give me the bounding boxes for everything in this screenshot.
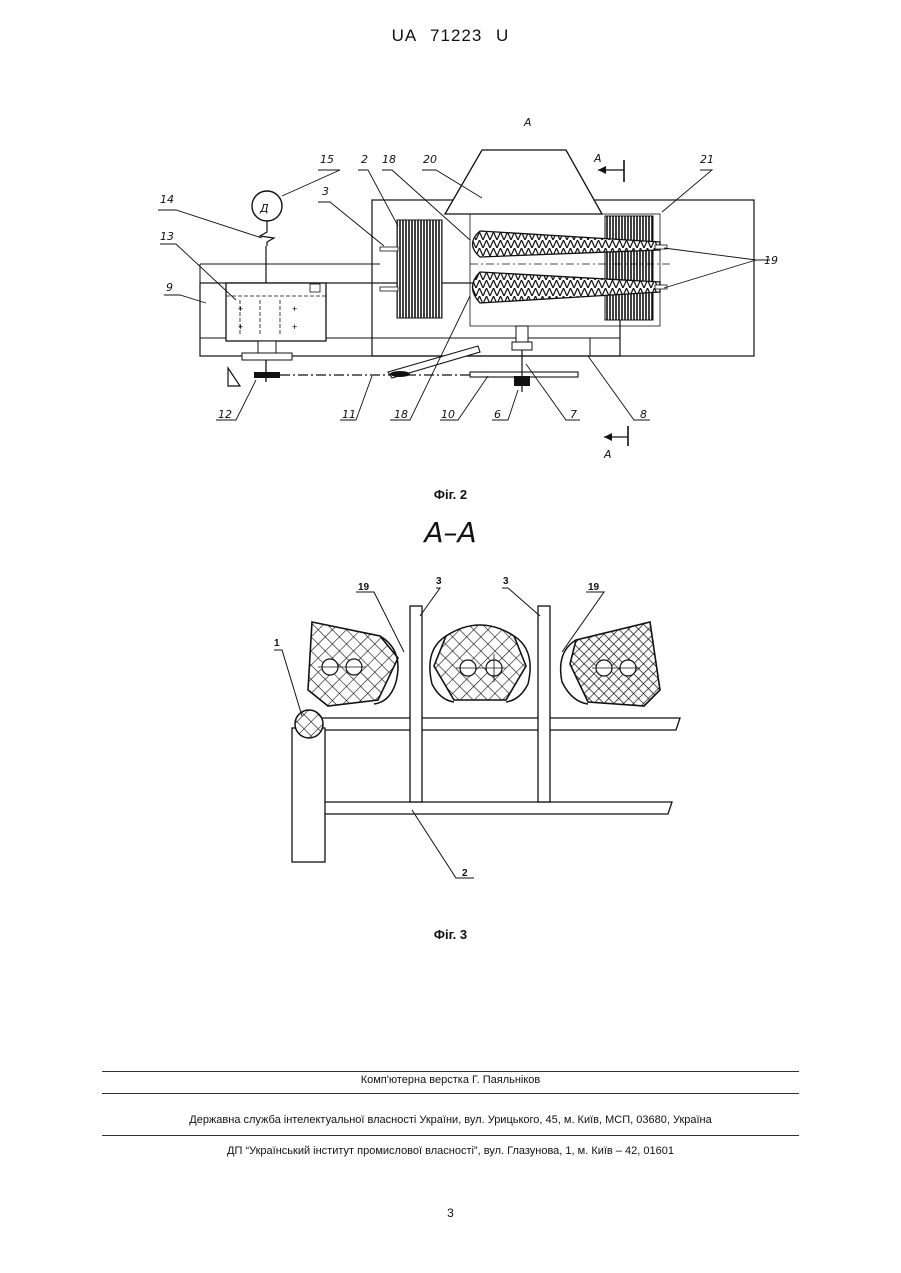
institute-address: ДП “Український інститут промислової вла… [102, 1145, 799, 1157]
page-number: 3 [0, 1206, 901, 1220]
frame-rails [312, 718, 680, 814]
footer-rule-2 [102, 1093, 799, 1094]
pulley-12 [242, 353, 292, 360]
label-18-top: 18 [382, 153, 396, 166]
drum-2 [397, 220, 442, 318]
svg-text:+: + [292, 322, 297, 332]
label-18-bottom: 18 [394, 408, 408, 421]
label-6: 6 [494, 408, 501, 421]
label-20: 20 [423, 153, 437, 166]
layout-credit: Комп'ютерна верстка Г. Паяльніков [102, 1074, 799, 1086]
label-3-left: 3 [436, 576, 442, 587]
post-3-right [538, 606, 550, 802]
label-3-right: 3 [503, 576, 509, 587]
agency-address: Державна служба інтелектуальної власност… [102, 1114, 799, 1126]
column-1-section [295, 710, 323, 738]
view-mark-a: A [523, 116, 532, 129]
section-mark-top: A [593, 152, 624, 182]
label-19: 19 [764, 254, 778, 267]
footer-rule-3 [102, 1135, 799, 1136]
label-19-right: 19 [588, 582, 600, 593]
label-21: 21 [700, 153, 714, 166]
footer-rule-1 [102, 1071, 799, 1072]
label-2: 2 [361, 153, 368, 166]
svg-text:+: + [238, 304, 243, 314]
shaft-7 [516, 326, 528, 342]
label-7: 7 [570, 408, 577, 421]
label-2-fig3: 2 [462, 868, 468, 879]
section-title-a-a: А–А [0, 516, 901, 549]
label-15: 15 [320, 153, 334, 166]
column-1 [292, 728, 325, 862]
segment-left [308, 622, 398, 706]
svg-text:+: + [238, 322, 243, 332]
figure-3-caption: Фіг. 3 [0, 927, 901, 942]
label-1: 1 [274, 638, 280, 649]
label-10: 10 [441, 408, 455, 421]
label-14: 14 [160, 193, 174, 206]
hopper-20 [445, 150, 602, 214]
label-13: 13 [160, 230, 174, 243]
figure-3-drawing: 19 3 3 19 1 2 [0, 560, 901, 900]
segment-center [430, 625, 530, 702]
label-11: 11 [342, 408, 356, 421]
label-19-left: 19 [358, 582, 370, 593]
post-3-left [410, 606, 422, 802]
svg-text:A: A [603, 448, 612, 461]
label-12: 12 [218, 408, 232, 421]
segment-right [561, 622, 660, 706]
figure-2-caption: Фіг. 2 [0, 487, 901, 502]
label-3: 3 [322, 185, 329, 198]
label-8: 8 [640, 408, 647, 421]
label-9: 9 [166, 281, 173, 294]
motor-letter: Д [259, 202, 269, 215]
svg-text:A: A [593, 152, 602, 165]
section-mark-bottom: A [603, 426, 628, 461]
figure-2-drawing: A A A + + + + Д [0, 0, 901, 480]
svg-text:+: + [292, 304, 297, 314]
brush-pack [605, 216, 653, 320]
